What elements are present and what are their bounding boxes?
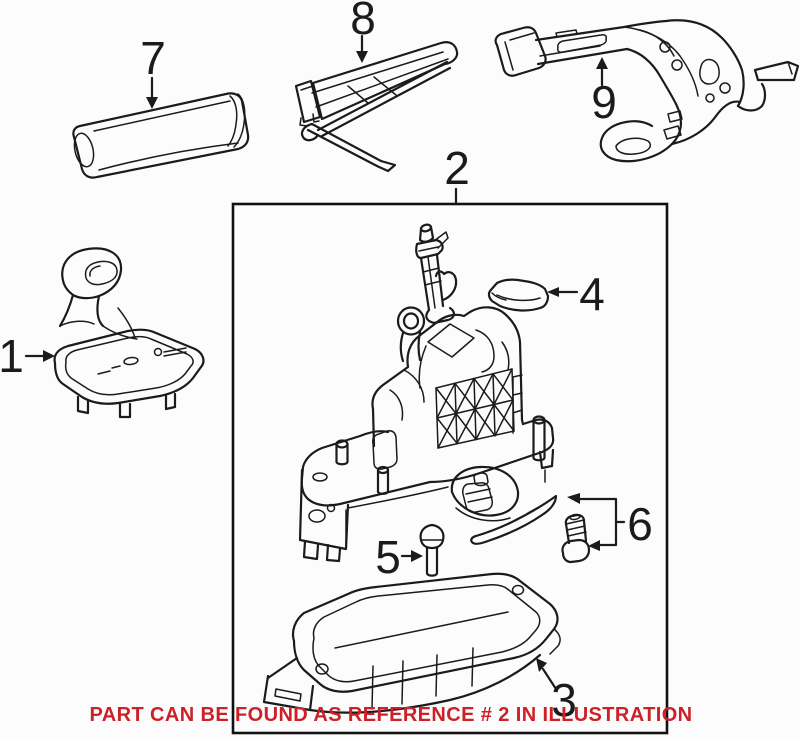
label-7-arrow (146, 76, 158, 109)
part-label-8: 8 (350, 0, 376, 44)
reference-box (231, 202, 669, 735)
label-9-arrow (596, 57, 608, 87)
label-4-arrow (547, 287, 579, 297)
label-3-arrow (536, 658, 558, 691)
part-9-drawing (494, 19, 800, 163)
label-5-arrow (400, 550, 423, 562)
label-6-bracket (567, 493, 626, 551)
part-2-assembly-drawing (298, 223, 555, 563)
caption-text: PART CAN BE FOUND AS REFERENCE # 2 IN IL… (89, 704, 693, 726)
part-label-9: 9 (591, 76, 617, 128)
part-6-drawing (470, 494, 591, 564)
mounting-studs (335, 415, 546, 495)
part-3-drawing (262, 572, 561, 714)
part-label-5: 5 (375, 531, 401, 583)
part-1-drawing (53, 247, 205, 419)
part-label-3: 3 (551, 674, 577, 726)
part-7-drawing (72, 92, 250, 179)
part-label-1: 1 (0, 330, 24, 382)
label-1-arrow (24, 350, 55, 362)
part-label-6: 6 (627, 498, 653, 550)
part-4-drawing (487, 278, 550, 312)
part-label-7: 7 (140, 32, 166, 84)
leader-arrows (24, 34, 626, 691)
part-5-drawing (419, 523, 445, 577)
crosshatch-grid (435, 368, 515, 449)
part-label-2: 2 (444, 142, 470, 194)
label-8-arrow (356, 34, 368, 63)
part-label-4: 4 (579, 268, 605, 320)
part-8-drawing (294, 41, 459, 173)
